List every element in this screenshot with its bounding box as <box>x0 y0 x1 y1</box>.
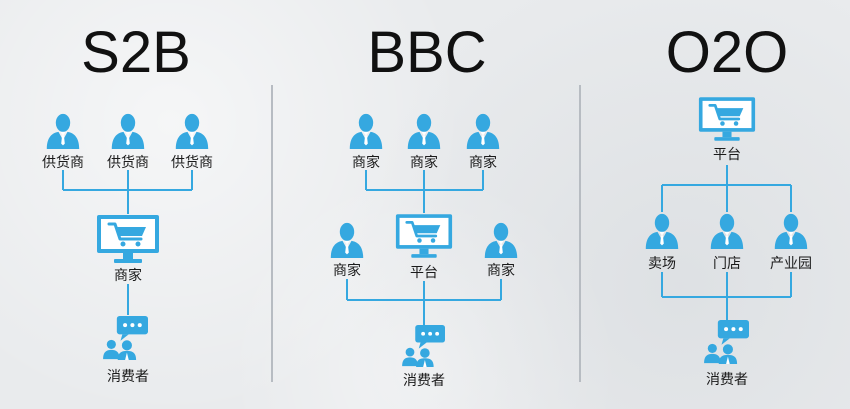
bbc-left-merchant-label: 商家 <box>333 262 361 279</box>
s2b-supplier-label: 供货商 <box>171 154 213 171</box>
o2o-consumer-label: 消费者 <box>706 372 748 388</box>
outlet-person-icon <box>645 213 679 249</box>
o2o-outlet-label: 卖场 <box>648 256 676 272</box>
bbc-right-merchant-label: 商家 <box>487 262 515 279</box>
platform-monitor-icon <box>698 96 756 142</box>
o2o-platform-label: 平台 <box>713 147 741 163</box>
merchant-person-icon <box>349 113 383 149</box>
bbc-panel: BBC 商家 商家 商家 商家 平台 商家 消费者 <box>330 20 518 389</box>
o2o-outlet-label: 门店 <box>713 256 741 272</box>
consumer-chat-icon <box>704 320 749 364</box>
supplier-person-icon <box>46 113 80 149</box>
merchant-person-icon <box>484 222 518 258</box>
outlet-person-icon <box>710 213 744 249</box>
s2b-supplier-label: 供货商 <box>42 154 84 171</box>
supplier-person-icon <box>175 113 209 149</box>
s2b-connectors <box>62 170 193 315</box>
merchant-person-icon <box>330 222 364 258</box>
o2o-title: O2O <box>666 20 789 85</box>
platform-monitor-icon <box>395 213 453 259</box>
s2b-panel: S2B 供货商 供货商 供货商 商家 消费者 <box>42 20 213 385</box>
merchant-shop-monitor-icon <box>96 214 160 264</box>
bbc-top-merchant-label: 商家 <box>469 154 497 171</box>
bbc-title: BBC <box>367 20 486 85</box>
outlet-person-icon <box>774 213 808 249</box>
s2b-supplier-label: 供货商 <box>107 154 149 171</box>
consumer-chat-icon <box>402 325 445 367</box>
s2b-merchant-label: 商家 <box>114 267 142 284</box>
merchant-person-icon <box>407 113 441 149</box>
s2b-consumer-label: 消费者 <box>107 369 149 385</box>
bbc-consumer-label: 消费者 <box>403 373 445 389</box>
o2o-panel: O2O 平台 卖场 门店 产业园 消费者 <box>645 20 812 388</box>
o2o-connectors <box>661 165 792 320</box>
bbc-connectors <box>346 170 502 325</box>
bbc-top-merchant-label: 商家 <box>352 154 380 171</box>
bbc-top-merchant-label: 商家 <box>410 154 438 171</box>
bbc-platform-label: 平台 <box>410 265 438 281</box>
consumer-chat-icon <box>103 316 148 360</box>
s2b-title: S2B <box>81 20 191 85</box>
supplier-person-icon <box>111 113 145 149</box>
merchant-person-icon <box>466 113 500 149</box>
o2o-outlet-label: 产业园 <box>770 256 812 272</box>
